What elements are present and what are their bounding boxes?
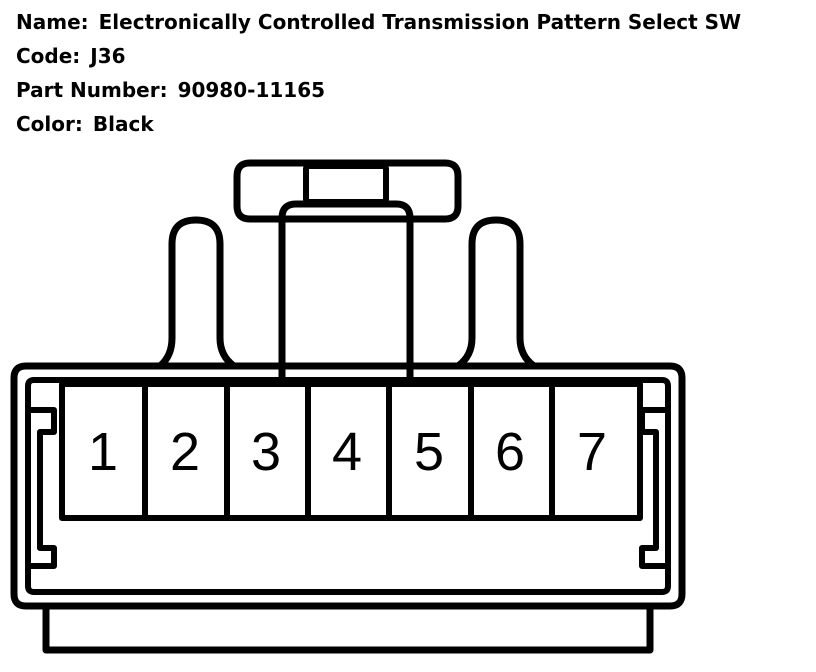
pin-number-5: 5: [414, 422, 444, 482]
code-value: J36: [90, 44, 126, 68]
part-number-value: 90980-11165: [177, 78, 326, 102]
pin-number-7: 7: [577, 422, 607, 482]
connector-locking-tabs: [156, 216, 538, 370]
pin-number-2: 2: [170, 422, 200, 482]
connector-latch: [233, 159, 462, 382]
pin-number-3: 3: [251, 422, 281, 482]
pin-cavity-frame: [59, 381, 643, 521]
name-row: Name: Electronically Controlled Transmiss…: [16, 10, 741, 34]
pin-cavities: [59, 381, 643, 521]
code-row: Code: J36: [16, 44, 126, 68]
pin-number-1: 1: [88, 422, 118, 482]
connector-housing: [10, 362, 686, 654]
color-label: Color:: [16, 112, 83, 136]
code-label: Code:: [16, 44, 81, 68]
color-value: Black: [92, 112, 154, 136]
color-row: Color: Black: [16, 112, 154, 136]
name-label: Name:: [16, 10, 89, 34]
name-value: Electronically Controlled Transmission P…: [98, 10, 742, 34]
pin-number-6: 6: [495, 422, 525, 482]
part-number-row: Part Number: 90980-11165: [16, 78, 325, 102]
pin-number-4: 4: [332, 422, 362, 482]
part-number-label: Part Number:: [16, 78, 168, 102]
